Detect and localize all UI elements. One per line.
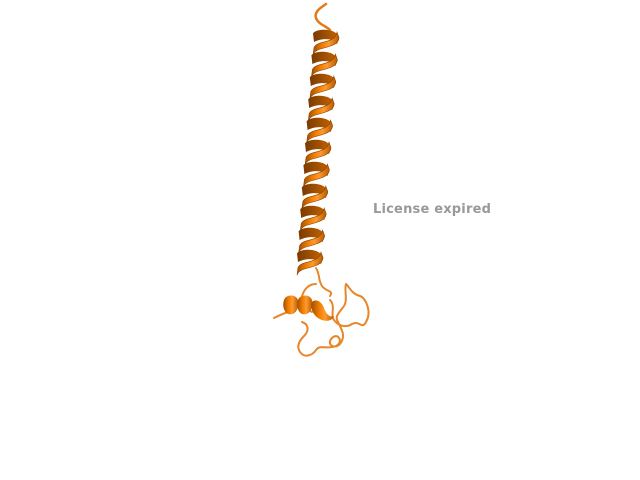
helix-turn-back bbox=[306, 117, 333, 133]
license-expired-watermark: License expired bbox=[373, 202, 492, 217]
helix-turn-back bbox=[297, 249, 323, 265]
helix-turn-back bbox=[298, 227, 325, 243]
alpha-helix-short bbox=[283, 295, 334, 321]
helix-turn-front bbox=[296, 251, 324, 276]
helix-turn-front bbox=[304, 141, 332, 166]
alpha-helix-long bbox=[296, 29, 340, 276]
helix-turn-back bbox=[300, 205, 327, 221]
helix-turn-back bbox=[303, 161, 330, 177]
helix-turn-front bbox=[307, 97, 335, 122]
helix-turn-back bbox=[309, 73, 336, 89]
helix-turn-front bbox=[306, 119, 333, 144]
helix-turn-back bbox=[311, 51, 338, 67]
helix-turn-back bbox=[313, 29, 339, 45]
n-terminal-tail bbox=[314, 2, 332, 32]
helix-turn-front bbox=[311, 53, 338, 78]
helix-turn-front bbox=[303, 163, 330, 188]
helix-turn-front bbox=[298, 229, 325, 254]
helix-turn-front bbox=[301, 185, 329, 210]
helix-turn-front bbox=[299, 207, 327, 232]
helix-turn-back bbox=[301, 183, 328, 199]
helix-turn-front bbox=[309, 75, 337, 100]
helix-turn-back bbox=[305, 139, 331, 155]
helix-turn-back bbox=[308, 95, 335, 111]
helix-turn-front bbox=[312, 31, 340, 56]
